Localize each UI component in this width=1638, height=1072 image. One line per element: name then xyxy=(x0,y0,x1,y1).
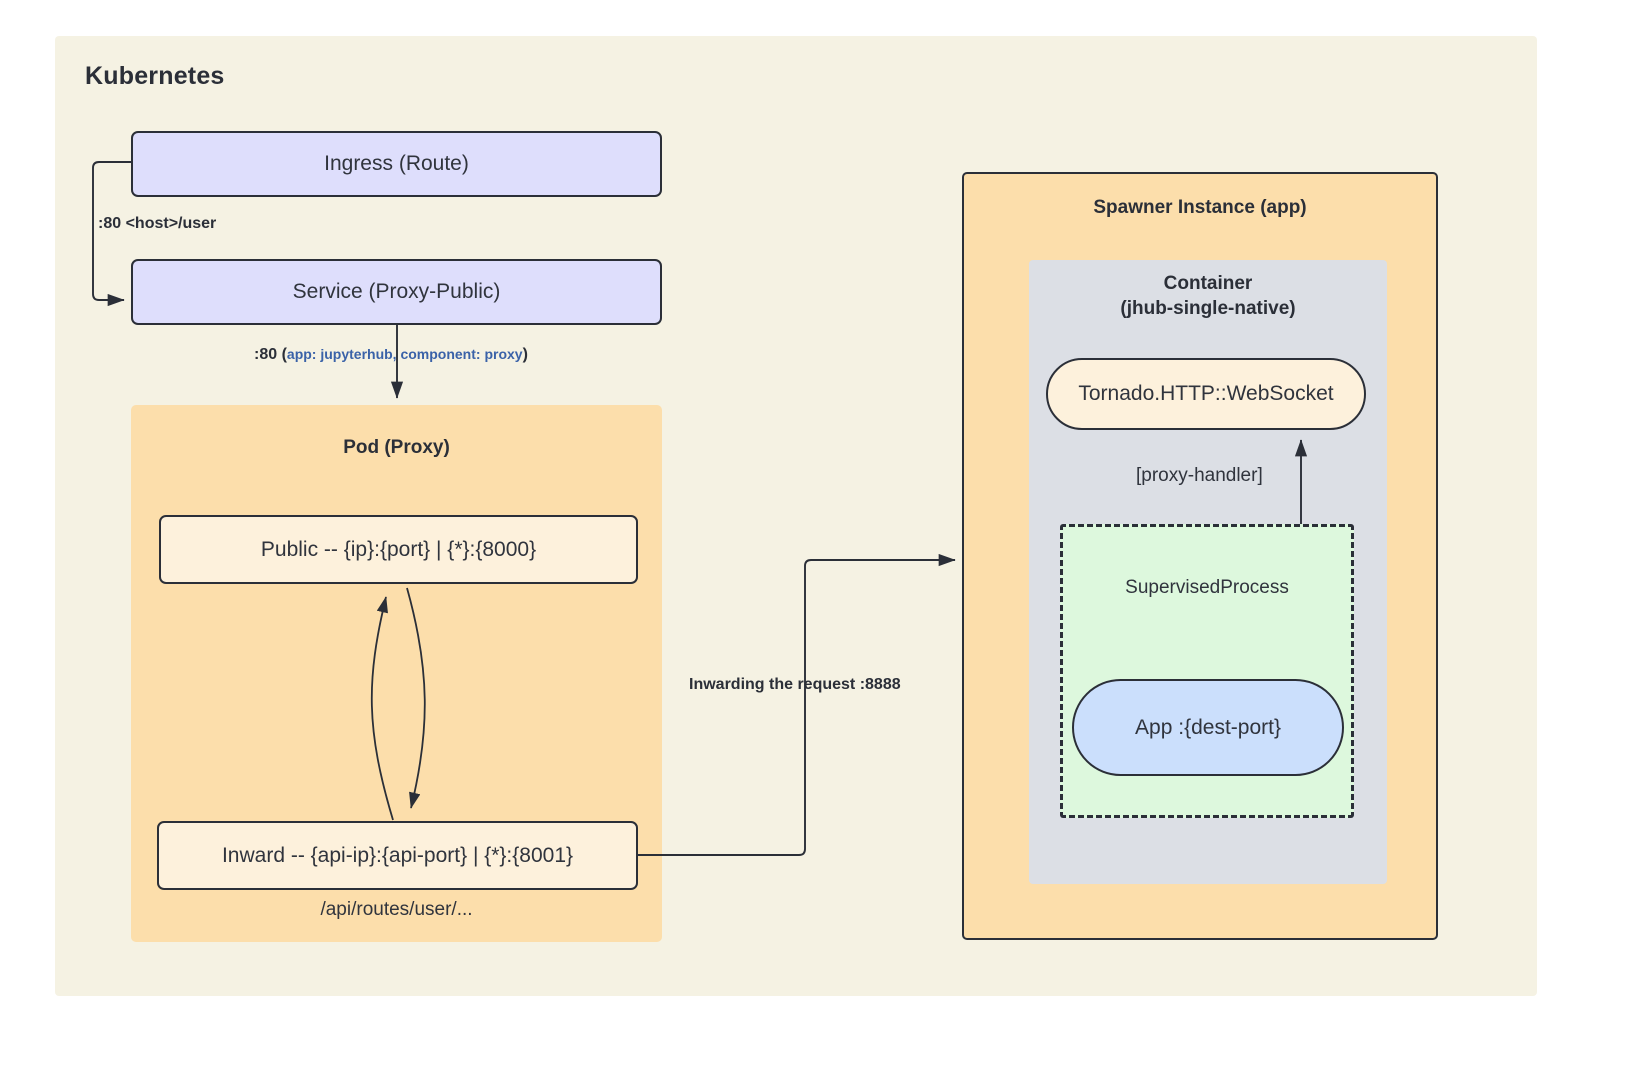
group-pod-proxy-title: Pod (Proxy) xyxy=(343,437,450,458)
group-container-title-line1: Container xyxy=(1163,273,1253,294)
node-tornado-websocket-label: Tornado.HTTP::WebSocket xyxy=(1078,382,1334,405)
node-ingress[interactable]: Ingress (Route) xyxy=(131,131,662,197)
node-public-endpoint-label: Public -- {ip}:{port} | {*}:{8000} xyxy=(260,537,537,561)
edge-label-port-prefix: :80 ( xyxy=(254,346,287,363)
edge-label-service-to-pod: :80 (app: jupyterhub, component: proxy) xyxy=(254,346,528,364)
node-service-proxy-public[interactable]: Service (Proxy-Public) xyxy=(131,259,662,325)
node-ingress-label: Ingress (Route) xyxy=(324,152,469,175)
kubernetes-group-title: Kubernetes xyxy=(85,62,225,90)
group-container-title: Container (jhub-single-native) xyxy=(1029,272,1387,321)
edge-label-selector: app: jupyterhub, component: proxy xyxy=(286,346,523,362)
edge-label-port-suffix: ) xyxy=(522,346,528,363)
node-public-endpoint[interactable]: Public -- {ip}:{port} | {*}:{8000} xyxy=(159,515,638,584)
edge-label-inward-to-spawner: Inwarding the request :8888 xyxy=(689,676,901,693)
node-inward-endpoint[interactable]: Inward -- {api-ip}:{api-port} | {*}:{800… xyxy=(157,821,638,890)
node-inward-endpoint-label: Inward -- {api-ip}:{api-port} | {*}:{800… xyxy=(221,843,574,867)
label-api-routes: /api/routes/user/... xyxy=(320,899,473,920)
node-app-dest-port[interactable]: App :{dest-port} xyxy=(1072,679,1344,776)
label-supervised-process: SupervisedProcess xyxy=(1125,577,1289,598)
node-service-proxy-public-label: Service (Proxy-Public) xyxy=(292,280,501,303)
label-proxy-handler: [proxy-handler] xyxy=(1136,465,1263,486)
group-spawner-instance-title: Spawner Instance (app) xyxy=(1093,197,1307,218)
node-tornado-websocket[interactable]: Tornado.HTTP::WebSocket xyxy=(1046,358,1366,430)
edge-label-ingress-to-service: :80 <host>/user xyxy=(98,215,217,232)
group-container-title-line2: (jhub-single-native) xyxy=(1120,297,1296,319)
node-app-dest-port-label: App :{dest-port} xyxy=(1135,715,1281,739)
